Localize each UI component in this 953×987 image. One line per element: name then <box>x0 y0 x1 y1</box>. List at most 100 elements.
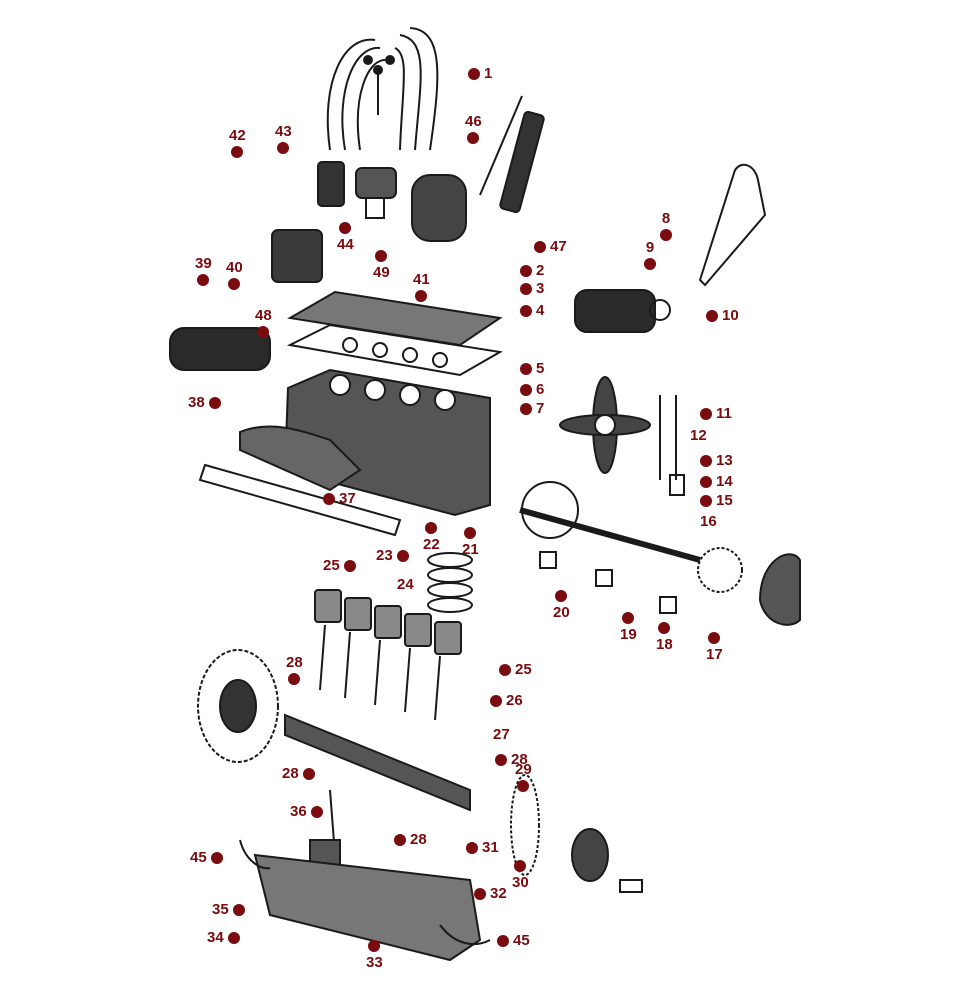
callout-label: 28 <box>511 751 528 768</box>
callout-label: 28 <box>410 831 427 848</box>
callout-22: 22 <box>423 522 440 552</box>
callout-label: 7 <box>536 400 545 417</box>
callout-label: 28 <box>286 654 303 671</box>
callout-marker <box>495 753 507 766</box>
dipstick-and-tube <box>479 95 545 213</box>
cylinder-head <box>287 290 503 347</box>
callout-label: 39 <box>195 255 212 272</box>
callout-marker <box>499 663 511 676</box>
callout-label: 8 <box>661 210 671 227</box>
callout-label: 13 <box>716 452 733 469</box>
callout-label: 1 <box>484 65 493 82</box>
callout-18: 18 <box>656 622 673 652</box>
callout-28-a: 28 <box>286 655 303 685</box>
side-cover <box>198 463 402 537</box>
callout-12: 12 <box>690 428 707 443</box>
cam-bearings <box>539 551 677 614</box>
callout-label: 24 <box>397 576 414 593</box>
flywheel <box>197 649 279 763</box>
callout-marker <box>520 402 532 415</box>
callout-label: 9 <box>645 239 655 256</box>
callout-marker <box>700 494 712 507</box>
callout-label: 42 <box>229 127 246 144</box>
callout-15: 15 <box>700 493 733 508</box>
callout-39: 39 <box>195 256 212 286</box>
callout-marker <box>208 396 221 409</box>
callout-44: 44 <box>337 222 354 252</box>
callout-label: 18 <box>656 636 673 653</box>
spark-plug-wires <box>326 27 439 151</box>
callout-19: 19 <box>620 612 637 642</box>
callout-label: 25 <box>323 557 340 574</box>
callout-marker <box>277 142 290 154</box>
carburetor <box>271 229 323 283</box>
callout-marker <box>464 527 477 539</box>
connecting-rods <box>319 624 441 721</box>
callout-13: 13 <box>700 453 733 468</box>
callout-marker <box>343 559 356 572</box>
callout-marker <box>257 326 270 338</box>
callout-label: 45 <box>513 932 530 949</box>
callout-label: 12 <box>690 427 707 444</box>
timing-gear <box>697 547 743 593</box>
callout-24: 24 <box>397 577 414 592</box>
callout-47: 47 <box>534 239 567 254</box>
callout-marker <box>468 67 480 80</box>
callout-25-upper: 25 <box>323 558 356 573</box>
callout-8: 8 <box>660 211 672 241</box>
callout-marker <box>425 522 438 534</box>
callout-34: 34 <box>207 930 240 945</box>
callout-label: 19 <box>620 626 637 643</box>
callout-1: 1 <box>468 66 492 81</box>
callout-7: 7 <box>520 401 544 416</box>
callout-29: 29 <box>515 762 532 792</box>
callout-marker <box>660 229 672 241</box>
callout-marker <box>415 290 428 302</box>
callout-label: 6 <box>536 381 545 398</box>
callout-marker <box>394 833 406 846</box>
callout-label: 11 <box>716 405 732 422</box>
callout-49: 49 <box>373 250 390 280</box>
callout-label: 25 <box>515 661 532 678</box>
callout-2: 2 <box>520 263 544 278</box>
callout-label: 33 <box>366 954 383 971</box>
callout-marker <box>396 549 409 562</box>
head-gasket <box>286 323 503 377</box>
callout-28-b: 28 <box>495 752 528 767</box>
callout-20: 20 <box>553 590 570 620</box>
callout-marker <box>288 673 301 685</box>
exhaust-manifold <box>239 425 362 492</box>
callout-marker <box>210 851 223 864</box>
callout-48: 48 <box>255 308 272 338</box>
callout-marker <box>658 622 671 634</box>
callout-marker <box>700 454 712 467</box>
callout-label: 3 <box>536 280 545 297</box>
callout-marker <box>302 767 315 780</box>
callout-marker <box>520 362 532 375</box>
callout-42: 42 <box>229 128 246 158</box>
callout-label: 10 <box>722 307 739 324</box>
coil <box>317 161 345 207</box>
callout-marker <box>227 931 240 944</box>
callout-5: 5 <box>520 361 544 376</box>
callout-marker <box>497 934 509 947</box>
callout-marker <box>520 383 532 396</box>
callout-label: 46 <box>465 113 482 130</box>
generator <box>574 289 671 333</box>
callout-label: 35 <box>212 901 229 918</box>
callout-46: 46 <box>465 114 482 144</box>
callout-40: 40 <box>226 260 243 290</box>
callout-marker <box>375 250 388 262</box>
callout-marker <box>514 860 527 872</box>
callout-41: 41 <box>413 272 430 302</box>
callout-4: 4 <box>520 303 544 318</box>
callout-marker <box>555 590 568 602</box>
callout-16: 16 <box>700 514 717 529</box>
callout-21: 21 <box>462 527 479 557</box>
callout-27: 27 <box>493 727 510 742</box>
distributor <box>355 167 397 219</box>
callout-36: 36 <box>290 804 323 819</box>
callout-11: 11 <box>700 406 732 421</box>
callout-marker <box>231 146 244 158</box>
